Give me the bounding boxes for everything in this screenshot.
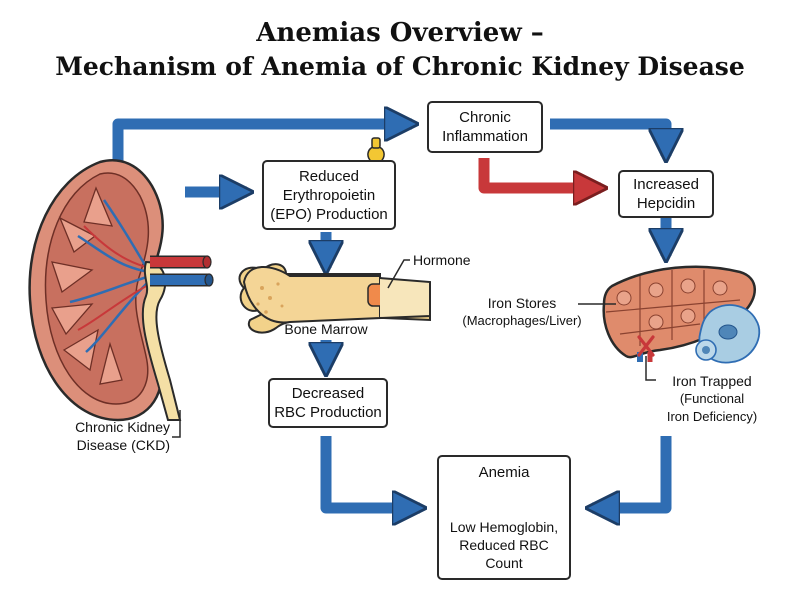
hormone-label: Hormone	[413, 252, 471, 268]
decreased-rbc-box: Decreased RBC Production	[268, 378, 388, 428]
anemia-line1: Low Hemoglobin,	[449, 519, 559, 535]
ckd-label: Chronic Kidney Disease (CKD)	[40, 418, 170, 454]
rbc-line1: Decreased	[291, 385, 365, 402]
iron-stores-title: Iron Stores	[487, 295, 557, 311]
increased-hepcidin-box: Increased Hepcidin	[618, 170, 714, 218]
arrow-liver-to-anemia	[592, 436, 672, 508]
page-subtitle: Mechanism of Anemia of Chronic Kidney Di…	[55, 52, 745, 81]
chronic-inflammation-box: Chronic Inflammation	[427, 101, 543, 153]
bone-marrow-label: Bone Marrow	[284, 321, 368, 337]
iron-trapped-label: Iron Trapped (Functional Iron Deficiency…	[652, 372, 772, 426]
macrophage-icon	[695, 304, 761, 364]
iron-stores-sub: (Macrophages/Liver)	[462, 313, 582, 328]
reduced-epo-box: Reduced Erythropoietin (EPO) Production	[262, 160, 396, 230]
inflammation-line2: Inflammation	[442, 128, 528, 145]
iron-trapped-sub1: (Functional	[679, 391, 745, 406]
rbc-line2: RBC Production	[274, 404, 382, 421]
anemia-box: Anemia Low Hemoglobin, Reduced RBC Count	[437, 455, 571, 580]
anemia-desc: Low Hemoglobin, Reduced RBC Count	[439, 518, 569, 572]
arrow-rbc-to-anemia	[320, 436, 420, 508]
blocked-x-icon	[637, 335, 655, 357]
epo-line1: Reduced	[298, 167, 360, 185]
epo-line3: (EPO) Production	[270, 205, 388, 223]
liver-illustration	[602, 265, 756, 362]
ckd-leader-line	[172, 410, 181, 438]
bone-illustration	[238, 263, 431, 334]
ckd-line2: Disease (CKD)	[76, 437, 170, 453]
hormone-leader-line	[387, 259, 410, 289]
kidney-illustration	[28, 159, 214, 422]
iron-trapped-sub2: Iron Deficiency)	[666, 409, 758, 424]
hepcidin-line1: Increased	[633, 176, 699, 193]
anemia-title: Anemia	[478, 464, 530, 481]
arrow-inflammation-to-hepcidin	[550, 118, 666, 156]
ckd-line1: Chronic Kidney	[75, 419, 170, 435]
anemia-line2: Reduced RBC Count	[459, 537, 549, 571]
iron-stores-label: Iron Stores (Macrophages/Liver)	[462, 294, 582, 330]
page-title: Anemias Overview –	[256, 18, 544, 48]
hepcidin-line2: Hepcidin	[636, 195, 696, 212]
inflammation-line1: Chronic	[459, 109, 511, 126]
arrow-kidney-to-inflammation	[112, 124, 412, 168]
epo-line2: Erythropoietin	[282, 186, 376, 204]
iron-trapped-leader-line	[645, 356, 656, 381]
iron-trapped-title: Iron Trapped	[672, 373, 752, 389]
arrow-inflammation-to-hepcidin-red	[478, 158, 601, 188]
